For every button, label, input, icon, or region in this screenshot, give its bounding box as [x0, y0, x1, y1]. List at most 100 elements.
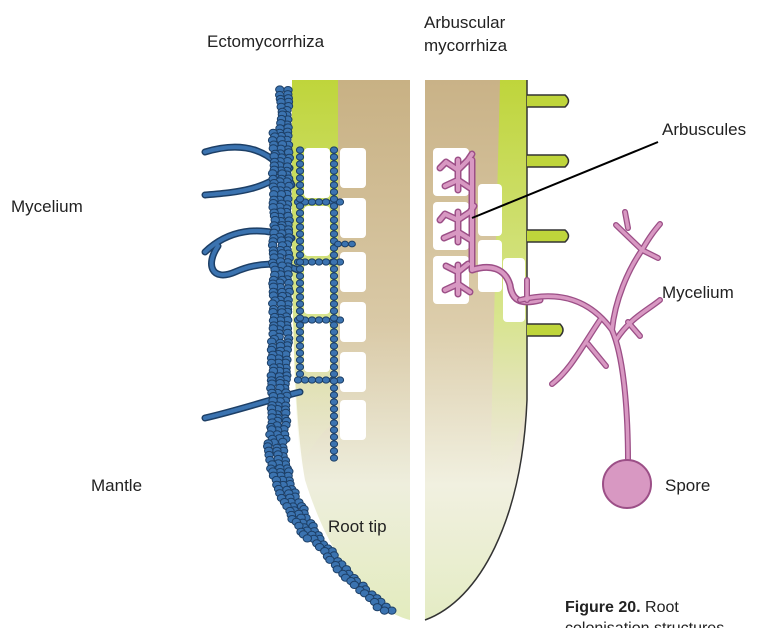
hypha-bead [296, 231, 303, 237]
hypha-bead [296, 175, 303, 181]
hypha-bead [296, 322, 303, 328]
hypha-bead [330, 413, 337, 419]
spore-shape [603, 460, 651, 508]
hypha-bead [296, 189, 303, 195]
hypha-bead [330, 161, 337, 167]
hypha-bead [296, 266, 303, 272]
figure-caption: Figure 20. Root colonisation structures [565, 597, 759, 628]
hypha-bead [294, 377, 301, 383]
hypha-bead [330, 175, 337, 181]
hypha-bead [296, 336, 303, 342]
hypha-bead [296, 210, 303, 216]
hypha-bead [296, 371, 303, 377]
hypha-bead [296, 238, 303, 244]
hypha-bead [349, 241, 356, 247]
hypha-bead [330, 434, 337, 440]
hypha-bead [322, 317, 329, 323]
hypha-bead [296, 182, 303, 188]
hypha-bead [308, 259, 315, 265]
hypha-bead [296, 294, 303, 300]
hypha-bead [315, 259, 322, 265]
hypha-bead [330, 329, 337, 335]
hypha-bead [315, 317, 322, 323]
hypha-bead [330, 252, 337, 258]
hypha-bead [330, 224, 337, 230]
title-ectomycorrhiza: Ectomycorrhiza [207, 31, 324, 52]
hypha-bead [330, 455, 337, 461]
hypha-bead [330, 392, 337, 398]
hypha-bead [330, 287, 337, 293]
hypha-bead [330, 301, 337, 307]
hypha-bead [296, 245, 303, 251]
hypha-bead [296, 203, 303, 209]
hypha-bead [296, 329, 303, 335]
hypha-bead [330, 147, 337, 153]
hypha-bead [330, 378, 337, 384]
hypha-bead [296, 252, 303, 258]
hypha-bead [296, 196, 303, 202]
hypha-bead [296, 287, 303, 293]
label-spore: Spore [665, 475, 710, 496]
hypha-bead [330, 322, 337, 328]
hypha-bead [315, 377, 322, 383]
hypha-bead [330, 336, 337, 342]
hypha-bead [322, 199, 329, 205]
hypha-bead [330, 154, 337, 160]
hypha-bead [330, 259, 337, 265]
hypha-bead [330, 385, 337, 391]
hypha-bead [330, 217, 337, 223]
hypha-bead [330, 343, 337, 349]
hypha-bead [330, 294, 337, 300]
hypha-bead [335, 241, 342, 247]
title-arbuscular-line2: mycorrhiza [424, 35, 507, 56]
hypha-bead [330, 315, 337, 321]
hypha-bead [330, 308, 337, 314]
hypha-bead [330, 203, 337, 209]
hypha-bead [296, 259, 303, 265]
hypha-bead [308, 199, 315, 205]
hypha-bead [330, 441, 337, 447]
hypha-bead [296, 315, 303, 321]
hypha-bead [322, 259, 329, 265]
hypha-bead [330, 364, 337, 370]
hypha-bead [296, 280, 303, 286]
label-arbuscules: Arbuscules [662, 119, 746, 140]
hypha-bead [380, 607, 388, 614]
hypha-bead [330, 182, 337, 188]
label-root-tip: Root tip [328, 516, 387, 537]
figure-number: Figure 20. [565, 599, 641, 616]
hypha-bead [330, 280, 337, 286]
hypha-bead [330, 448, 337, 454]
label-mantle: Mantle [91, 475, 142, 496]
hypha-bead [322, 377, 329, 383]
hypha-bead [330, 168, 337, 174]
hypha-bead [303, 535, 311, 542]
hypha-bead [296, 364, 303, 370]
hypha-bead [330, 371, 337, 377]
hypha-bead [330, 399, 337, 405]
label-mycelium-right: Mycelium [662, 282, 734, 303]
hypha-bead [330, 210, 337, 216]
hypha-bead [301, 377, 308, 383]
hypha-bead [296, 147, 303, 153]
hypha-bead [296, 161, 303, 167]
hypha-bead [296, 343, 303, 349]
label-mycelium-left: Mycelium [11, 196, 83, 217]
hypha-bead [330, 273, 337, 279]
hypha-bead [330, 196, 337, 202]
hypha-bead [330, 189, 337, 195]
hypha-bead [296, 308, 303, 314]
hypha-bead [296, 301, 303, 307]
hypha-bead [330, 427, 337, 433]
hypha-bead [330, 266, 337, 272]
hypha-bead [296, 273, 303, 279]
hypha-bead [330, 420, 337, 426]
hypha-bead [296, 357, 303, 363]
hypha-bead [296, 168, 303, 174]
hypha-bead [296, 350, 303, 356]
hypha-bead [296, 154, 303, 160]
hypha-bead [308, 317, 315, 323]
hypha-bead [296, 224, 303, 230]
hypha-bead [330, 357, 337, 363]
hypha-bead [330, 231, 337, 237]
